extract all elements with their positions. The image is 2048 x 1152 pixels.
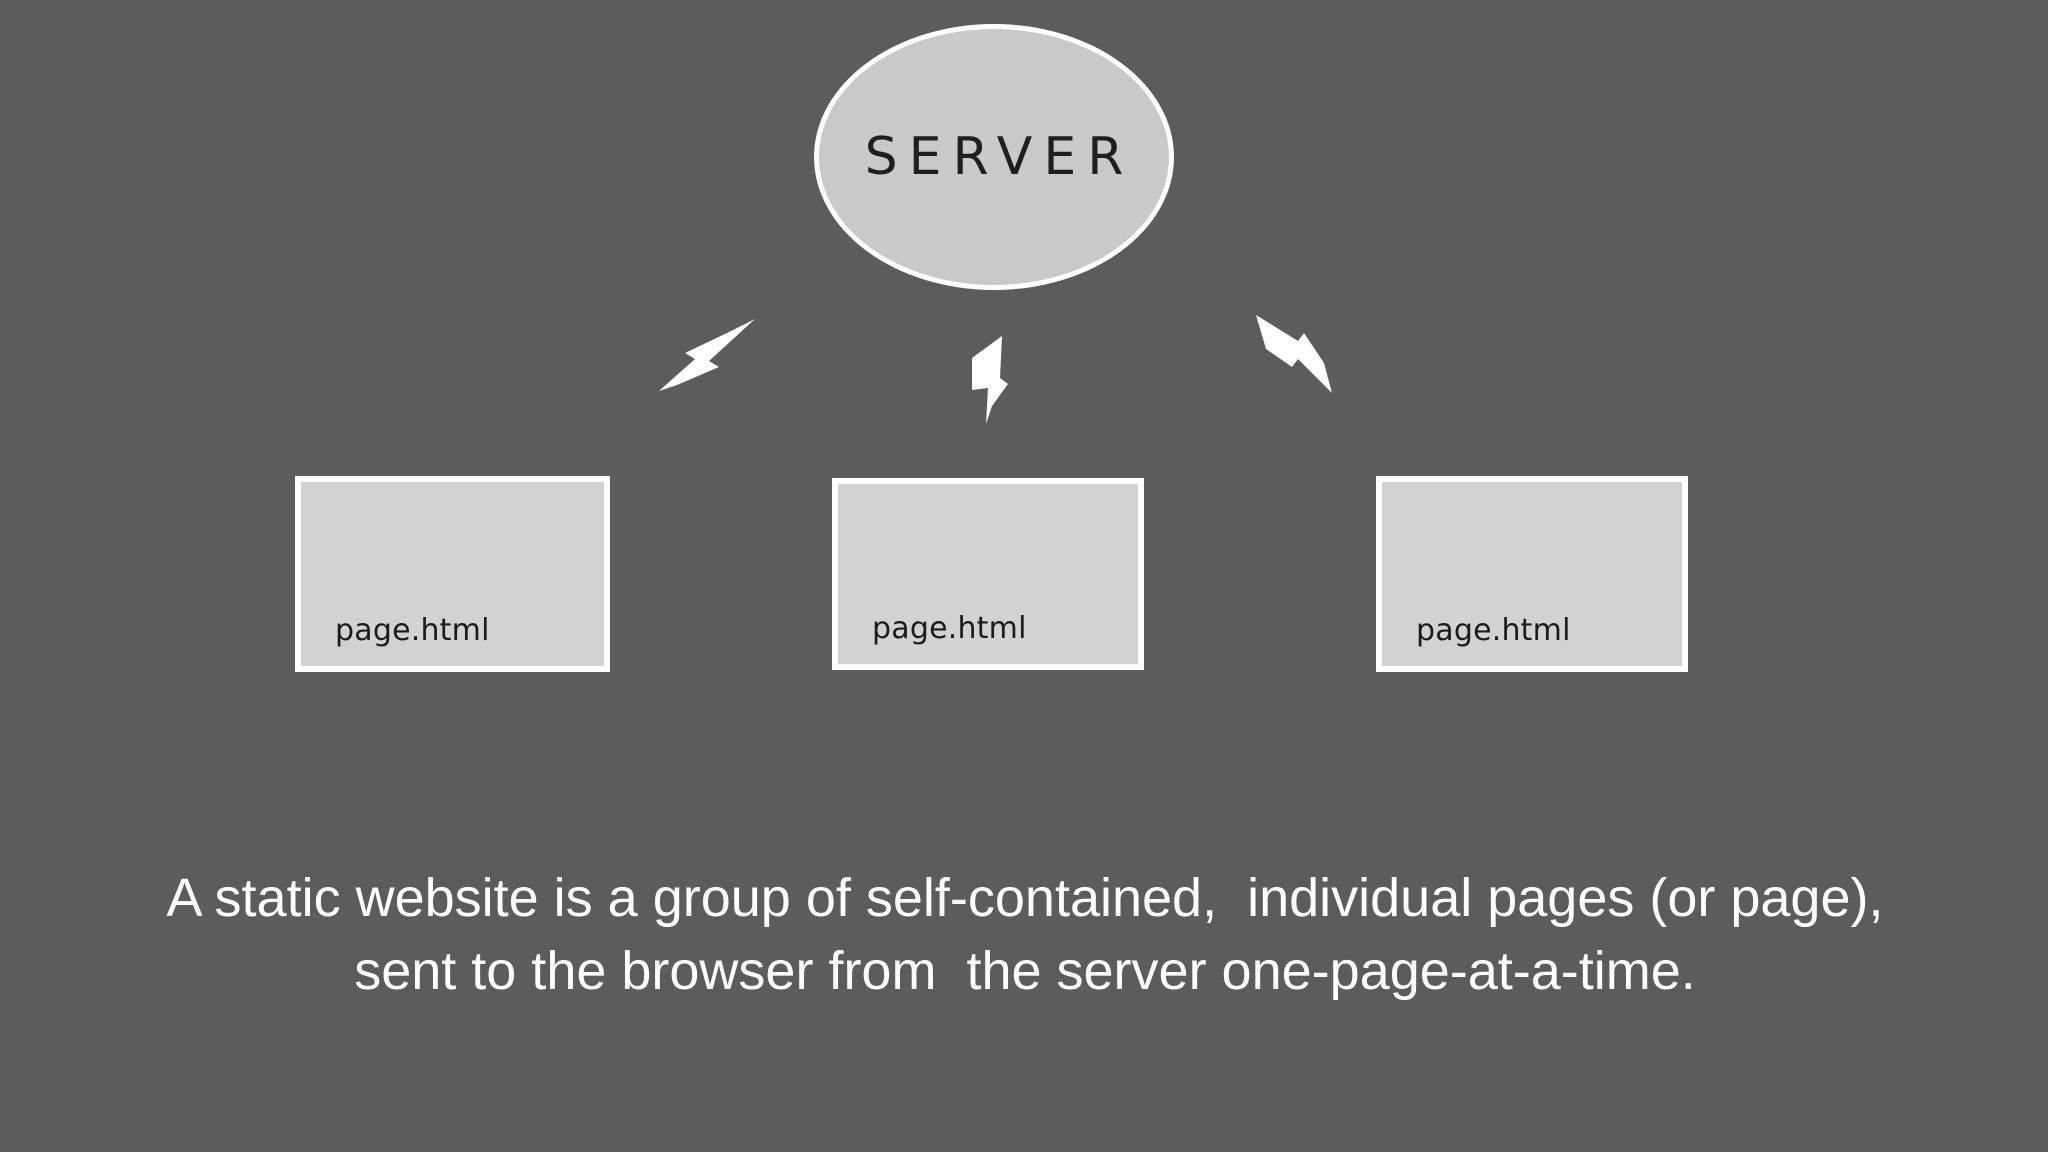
page-box-label: page.html bbox=[872, 611, 1027, 646]
page-box[interactable]: page.html bbox=[832, 478, 1144, 670]
page-box-label: page.html bbox=[1416, 613, 1571, 648]
server-label: SERVER bbox=[864, 127, 1135, 187]
page-box[interactable]: page.html bbox=[1376, 476, 1688, 672]
page-box[interactable]: page.html bbox=[295, 476, 610, 672]
server-node: SERVER bbox=[814, 24, 1174, 290]
lightning-bolt-icon bbox=[958, 332, 1010, 428]
caption-text: A static website is a group of self-cont… bbox=[166, 868, 1899, 1001]
page-box-label: page.html bbox=[335, 613, 490, 648]
lightning-bolt-icon bbox=[1250, 305, 1338, 405]
lightning-bolt-icon bbox=[655, 315, 759, 395]
